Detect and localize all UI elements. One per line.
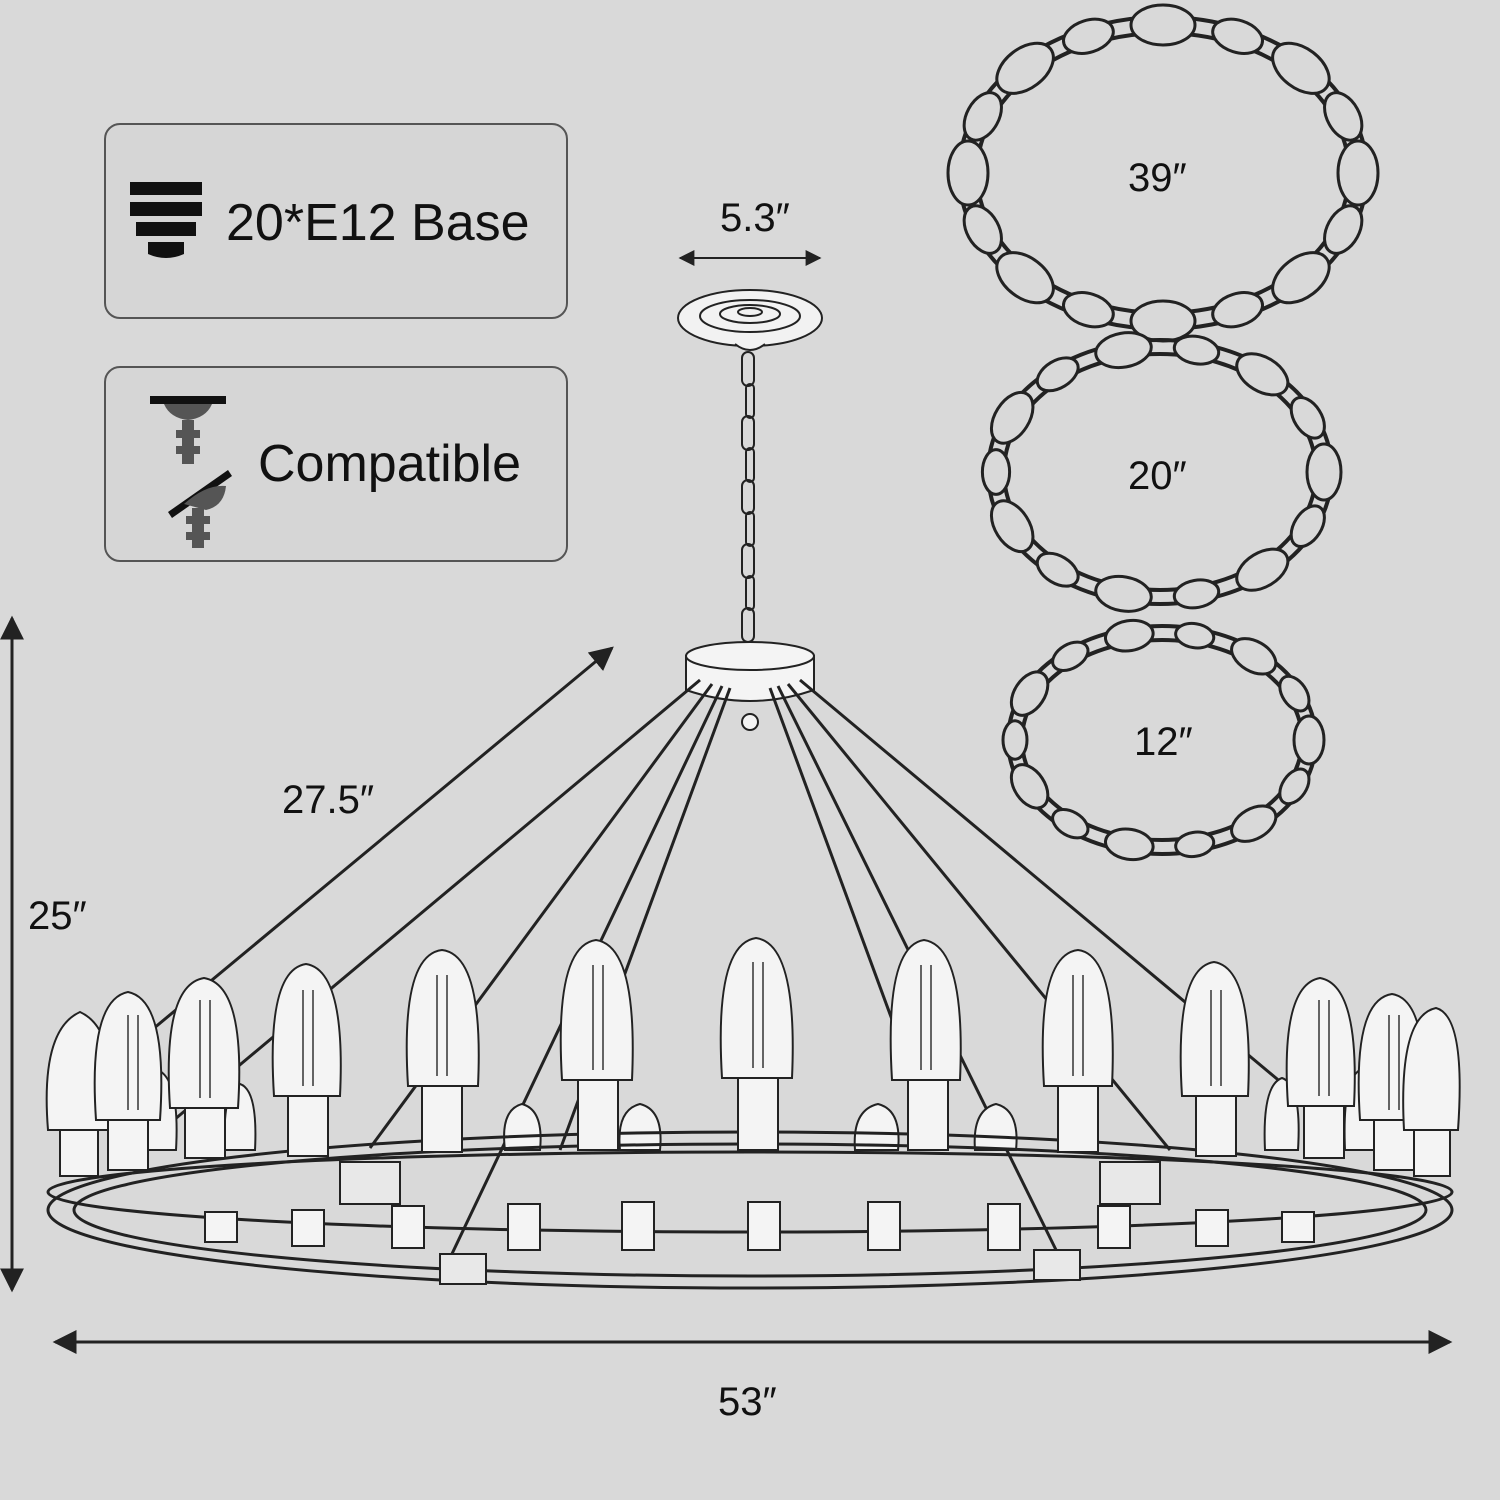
chain-link xyxy=(1103,827,1155,862)
chain-link xyxy=(995,41,1055,95)
chain-loop-20-links xyxy=(980,331,1343,613)
chain-link xyxy=(1278,767,1311,806)
height-label: 25″ xyxy=(28,894,87,938)
chain-link xyxy=(1174,621,1216,650)
chain-link xyxy=(1305,442,1343,502)
chain-link xyxy=(1174,830,1216,859)
chain-link xyxy=(1009,670,1050,717)
chain-link xyxy=(1094,331,1153,370)
base-label: 20*E12 Base xyxy=(226,194,530,252)
chain-link xyxy=(1271,251,1331,305)
chain-link xyxy=(962,204,1003,255)
chain-link xyxy=(1035,551,1080,588)
chain-link xyxy=(1289,396,1326,440)
diagonal-label: 27.5″ xyxy=(282,778,375,822)
chain-link xyxy=(1271,41,1331,95)
chain-link xyxy=(980,448,1012,496)
ceiling-canopy xyxy=(677,289,823,351)
chain-link xyxy=(1278,674,1311,713)
chain-link xyxy=(1323,91,1364,142)
chain-link xyxy=(1230,637,1278,676)
chain-link xyxy=(1009,763,1050,810)
chain-length-20: 20″ xyxy=(1128,454,1187,498)
width-label: 53″ xyxy=(718,1380,777,1424)
chain-link xyxy=(1129,3,1197,47)
chain-loop-39-links xyxy=(946,3,1380,343)
chain-link xyxy=(1035,356,1080,393)
chain-link xyxy=(1230,804,1278,843)
chain-loop-12-links xyxy=(1001,618,1326,862)
bulb-filaments xyxy=(127,962,1400,1110)
chain-link xyxy=(962,91,1003,142)
compatibility-card: Compatible xyxy=(104,366,568,562)
chain-link xyxy=(1172,578,1221,610)
chain-link xyxy=(1051,808,1090,840)
chain-link xyxy=(1289,504,1326,548)
chain-link xyxy=(1103,618,1155,653)
canopy-width-label: 5.3″ xyxy=(720,196,790,240)
chain-link xyxy=(1211,291,1264,329)
chain-link xyxy=(1062,291,1115,329)
hanging-chain xyxy=(741,351,755,643)
chain-length-39: 39″ xyxy=(1128,156,1187,200)
chain-link xyxy=(1211,17,1264,55)
compatible-label: Compatible xyxy=(258,435,522,493)
center-hub xyxy=(685,641,815,731)
chain-link xyxy=(1235,547,1290,592)
chain-link xyxy=(1051,640,1090,672)
chain-link xyxy=(995,251,1055,305)
chain-link xyxy=(1001,719,1029,761)
ring-clamps xyxy=(339,1161,1161,1285)
bulb-base-icon xyxy=(128,180,204,269)
base-feature-card: 20*E12 Base xyxy=(104,123,568,319)
chain-link xyxy=(1094,574,1153,613)
chain-link xyxy=(1336,139,1380,207)
chain-link xyxy=(989,390,1035,445)
chain-link xyxy=(1235,352,1290,397)
chain-link xyxy=(1292,714,1326,766)
sloped-ceiling-icon xyxy=(146,394,236,555)
lower-sockets xyxy=(204,1201,1315,1251)
chain-link xyxy=(1062,17,1115,55)
chain-link xyxy=(989,499,1035,554)
chain-length-12: 12″ xyxy=(1134,720,1193,764)
chain-link xyxy=(1323,204,1364,255)
chain-link xyxy=(1172,334,1221,366)
front-bulbs xyxy=(45,936,1461,1177)
chain-link xyxy=(946,139,990,207)
